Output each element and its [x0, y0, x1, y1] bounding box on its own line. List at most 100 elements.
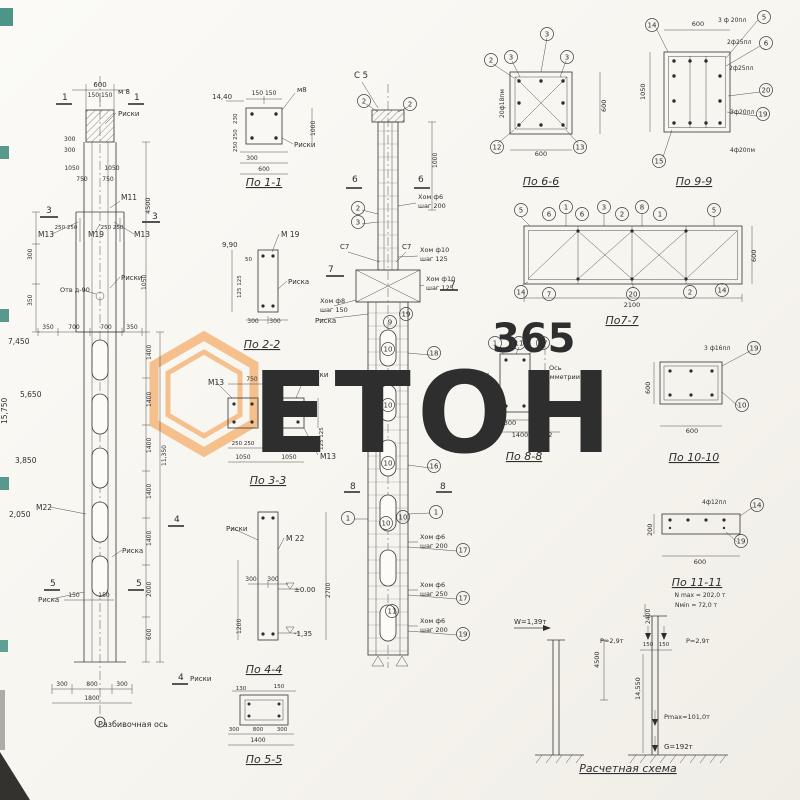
elevation: 5,650 — [20, 390, 42, 399]
load-value: Nмin = 72,0 т — [675, 602, 718, 609]
scan-smudge — [0, 690, 5, 750]
callout-10: 10 — [381, 398, 395, 412]
dim: 125 125 — [319, 427, 325, 450]
dim: 300 — [247, 318, 259, 325]
load-value: G=192т — [664, 743, 693, 751]
label: Риска — [315, 317, 336, 325]
svg-text:2: 2 — [408, 101, 412, 109]
svg-text:11: 11 — [388, 608, 397, 616]
svg-text:10: 10 — [399, 514, 408, 522]
dim: 600 — [644, 382, 652, 394]
dim: 15,750 — [0, 398, 9, 424]
dim: 750 — [246, 376, 258, 383]
svg-text:19: 19 — [402, 311, 411, 319]
svg-text:19: 19 — [737, 538, 746, 546]
svg-text:20: 20 — [762, 87, 771, 95]
dim: 2400 — [645, 609, 652, 624]
callout-2: 2 — [683, 285, 697, 299]
axis-label: Разбивочная ось — [98, 720, 168, 729]
section-1-1 — [226, 92, 313, 175]
load-value: Р=2,9т — [600, 637, 624, 645]
mark-label: м8 — [297, 86, 307, 94]
svg-text:8: 8 — [640, 204, 644, 212]
dim: 800 — [86, 681, 98, 688]
svg-text:6: 6 — [547, 211, 552, 219]
dim: 2000 — [146, 582, 153, 597]
svg-text:17: 17 — [459, 547, 468, 555]
dim: 300 — [267, 576, 279, 583]
dim: 1000 — [432, 153, 439, 168]
callout-9: 9 — [383, 315, 397, 329]
tape-mark — [0, 8, 13, 26]
dim: 750 — [102, 176, 114, 183]
callout-10: 10 — [381, 456, 395, 470]
svg-text:2: 2 — [489, 57, 493, 65]
mark-label: М 22 — [286, 534, 305, 543]
callout-10: 10 — [379, 516, 393, 530]
svg-text:5: 5 — [762, 14, 766, 22]
tape-mark — [0, 146, 9, 159]
callout-13: 13 — [573, 140, 587, 154]
callout-3: 3 — [540, 27, 554, 41]
dim: 1400 — [146, 438, 153, 453]
callout-2: 2 — [615, 207, 629, 221]
dim: 300 — [277, 727, 288, 733]
section-2-2 — [231, 233, 288, 324]
dim: 130 — [236, 686, 247, 692]
dim: 350 — [42, 324, 54, 331]
callout-1: 1 — [429, 505, 443, 519]
tape-mark — [0, 640, 8, 652]
cut-mark: 3 — [46, 206, 52, 216]
mark-label: м 8 — [118, 88, 130, 96]
mark-label: М11 — [121, 193, 137, 202]
dim: 1800 — [84, 695, 99, 702]
svg-text:7: 7 — [547, 291, 551, 299]
callout-3: 3 — [504, 50, 518, 64]
callout-14: 14 — [715, 283, 729, 297]
dim: 250 250 — [55, 225, 78, 231]
dim: 600 — [686, 427, 698, 435]
dim: 600 — [750, 250, 758, 262]
dim: 150 — [68, 592, 80, 599]
dim: 11,350 — [161, 445, 168, 466]
dim: 300 — [27, 248, 34, 260]
callout-11: 11 — [512, 336, 526, 350]
dim: 600 — [600, 100, 608, 112]
dim: 1400 — [146, 531, 153, 546]
elevation: 3,850 — [15, 456, 37, 465]
cut-mark: 8 — [440, 482, 446, 492]
label: Риски — [118, 110, 139, 118]
label: Риски — [294, 141, 315, 149]
svg-text:3: 3 — [602, 204, 606, 212]
svg-text:10: 10 — [384, 346, 393, 354]
dim: 4500 — [144, 197, 152, 214]
dim: 600 — [146, 628, 153, 640]
callout-10: 10 — [381, 342, 395, 356]
label: шаг 200 — [420, 542, 448, 550]
svg-text:6: 6 — [764, 40, 769, 48]
dim: 700 — [68, 324, 80, 331]
cut-mark: 3 — [152, 212, 158, 222]
label: Риска — [288, 278, 309, 286]
load-value: Рmax=101,0т — [664, 713, 710, 721]
svg-text:18: 18 — [430, 350, 439, 358]
label: Хом ф10 — [420, 246, 449, 254]
section-9-9 — [649, 19, 761, 158]
svg-text:5: 5 — [712, 207, 716, 215]
svg-text:1: 1 — [658, 211, 662, 219]
dim: 1050 — [235, 454, 250, 461]
section-11-11 — [653, 506, 754, 557]
rebar-label: 4ф12пл — [702, 499, 727, 506]
dim: 150 — [98, 592, 110, 599]
cut-mark: 6 — [352, 175, 358, 185]
section-5-5 — [228, 690, 296, 746]
cut-mark: 7 — [328, 265, 334, 275]
cut-mark: 5 — [50, 579, 56, 589]
label: Риски — [121, 274, 142, 282]
section-title: По 2-2 — [244, 338, 280, 351]
callout-6: 6 — [759, 36, 773, 50]
svg-text:1: 1 — [346, 515, 350, 523]
dim: 300 — [246, 155, 258, 162]
dim: 600 — [258, 166, 270, 173]
label: Хом ф6 — [418, 193, 443, 201]
